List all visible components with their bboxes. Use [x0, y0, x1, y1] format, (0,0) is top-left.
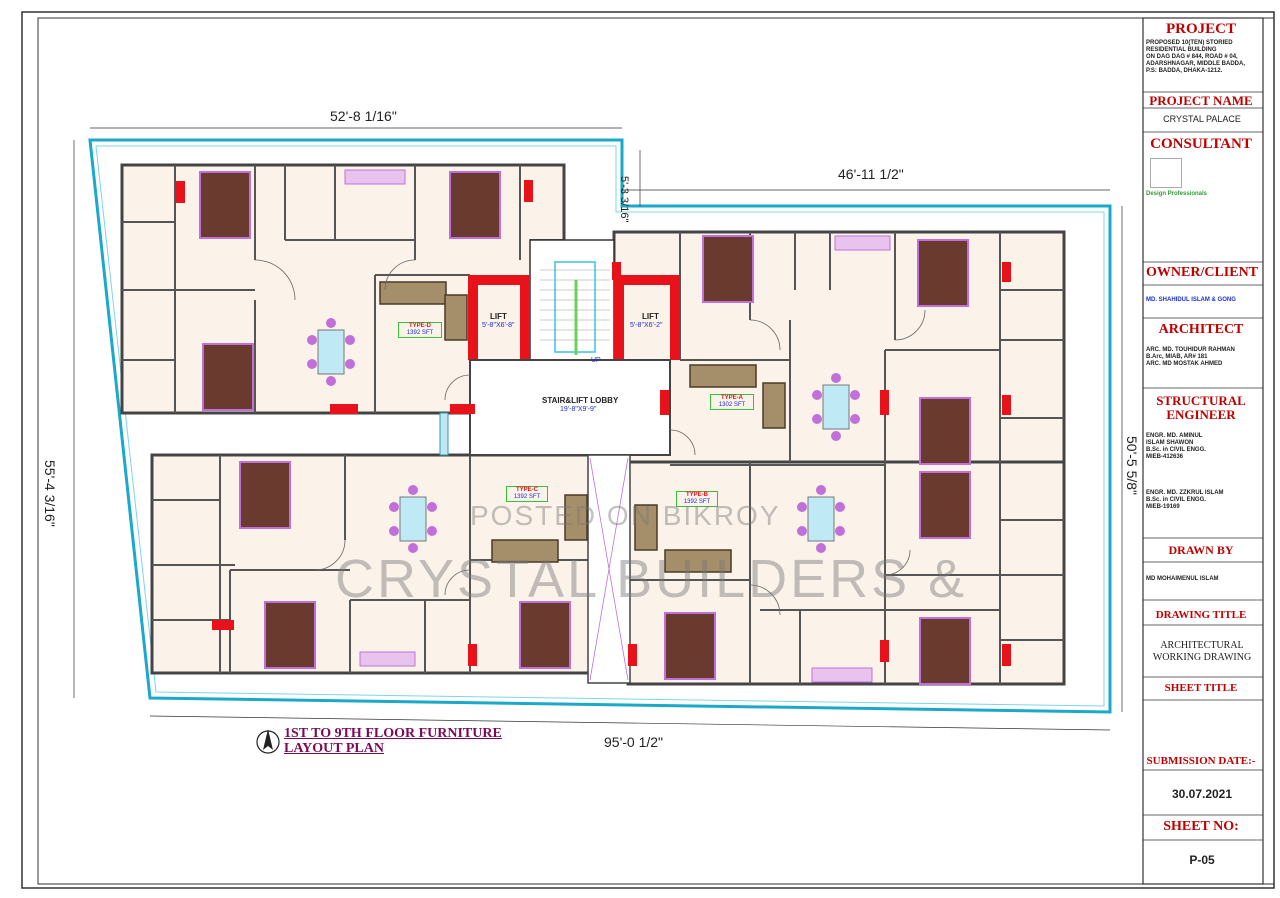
plan-title-line-2: LAYOUT PLAN	[284, 741, 384, 756]
type-a-label: TYPE-A	[720, 395, 743, 401]
dimension-left: 55'-4 3/16"	[42, 460, 58, 527]
dimension-bottom: 95'-0 1/2"	[604, 734, 664, 750]
type-d-tag: TYPE-D 1392 SFT	[398, 322, 442, 338]
engineer-1-details: ENGR. MD. AMINUL ISLAM SHAWON B.Sc. in C…	[1146, 433, 1258, 461]
stair-lobby-label: STAIR&LIFT LOBBY	[542, 396, 619, 405]
drawn-by-name: MD MOHAIMENUL ISLAM	[1146, 576, 1219, 582]
architect-details: ARC. MD. TOUHIDUR RAHMAN B.Arc, MIAB, AR…	[1146, 347, 1258, 368]
drawing-title-value: ARCHITECTURAL WORKING DRAWING	[1146, 640, 1258, 664]
engineer-2-details: ENGR. MD. ZZKRUL ISLAM B.Sc. in CIVIL EN…	[1146, 490, 1258, 511]
submission-date: 30.07.2021	[1171, 787, 1233, 801]
drawing-title-line: ARCHITECTURAL	[1160, 640, 1244, 651]
project-desc-line: ADARSHNAGAR, MIDDLE BADDA,	[1146, 61, 1245, 67]
structural-engineer-label: STRUCTURAL ENGINEER	[1146, 394, 1256, 422]
sheet-title-label: SHEET TITLE	[1164, 682, 1238, 694]
sheet-no-label: SHEET NO:	[1163, 819, 1239, 834]
lift-right-label: LIFT	[642, 312, 659, 321]
engineer-2-line: ENGR. MD. ZZKRUL ISLAM	[1146, 490, 1224, 496]
watermark-posted: POSTED ON BIKROY	[470, 500, 781, 531]
dimension-right: 50'-5 5/8"	[1124, 436, 1140, 496]
engineer-1-line: ISLAM SHAWON	[1146, 440, 1194, 446]
lift-left-dim: 5'-8"X6'-8"	[482, 322, 515, 329]
engineer-1-line: MIEB-412636	[1146, 454, 1184, 460]
engineer-1-line: ENGR. MD. AMINUL	[1146, 433, 1203, 439]
structural-label-line-2: ENGINEER	[1166, 407, 1236, 422]
engineer-1-line: B.Sc. in CIVIL ENGG.	[1146, 447, 1206, 453]
type-a-tag: TYPE-A 1302 SFT	[710, 394, 754, 410]
project-desc-line: ON DAG DAG # 844, ROAD # 04,	[1146, 54, 1238, 60]
owner-label: OWNER/CLIENT	[1146, 265, 1259, 280]
type-b-tag: TYPE-B 1392 SFT	[676, 491, 718, 507]
drawing-title-line: WORKING DRAWING	[1152, 652, 1252, 663]
drawn-by-label: DRAWN BY	[1168, 543, 1234, 557]
drawing-title-label: DRAWING TITLE	[1155, 609, 1247, 621]
project-desc-line: RESIDENTIAL BUILDING	[1146, 47, 1217, 53]
lift-right-dim: 5'-8"X6'-2"	[630, 322, 663, 329]
architect-label: ARCHITECT	[1158, 322, 1244, 337]
structural-label-line-1: STRUCTURAL	[1156, 393, 1246, 408]
type-d-label: TYPE-D	[408, 323, 431, 329]
type-c-label: TYPE-C	[515, 487, 538, 493]
architect-line: B.Arc, MIAB, AR# 181	[1146, 354, 1208, 360]
plan-title-line-1: 1ST TO 9TH FLOOR FURNITURE	[284, 726, 502, 741]
project-description: PROPOSED 10(TEN) STORIED RESIDENTIAL BUI…	[1146, 40, 1258, 75]
type-c-tag: TYPE-C 1392 SFT	[506, 486, 548, 502]
project-name: CRYSTAL PALACE	[1163, 114, 1241, 124]
project-desc-line: PROPOSED 10(TEN) STORIED	[1146, 40, 1233, 46]
project-name-label: PROJECT NAME	[1149, 93, 1253, 108]
consultant-logo	[1150, 158, 1182, 188]
consultant-firm: Design Professionals	[1146, 191, 1208, 197]
watermark-brand: CRYSTAL BUILDERS &	[335, 549, 968, 609]
sheet-no: P-05	[1189, 853, 1215, 867]
stair-lobby-dim: 19'-8"X9'-9"	[560, 406, 597, 413]
type-a-area: 1302 SFT	[718, 402, 746, 408]
architect-line: ARC. MD. TOUHIDUR RAHMAN	[1146, 347, 1235, 353]
architect-line: ARC. MD MOSTAK AHMED	[1146, 361, 1223, 367]
type-c-area: 1392 SFT	[513, 494, 541, 500]
type-b-label: TYPE-B	[685, 492, 708, 498]
consultant-label: CONSULTANT	[1150, 136, 1252, 152]
dimension-top-right: 46'-11 1/2"	[838, 166, 904, 182]
owner-name: MD. SHAHIDUL ISLAM & GONG	[1146, 297, 1236, 303]
engineer-2-line: B.Sc. in CIVIL ENGG.	[1146, 497, 1206, 503]
dimension-notch: 5'-3 3/16"	[618, 176, 630, 223]
type-b-area: 1392 SFT	[683, 499, 711, 505]
submission-date-label: SUBMISSION DATE:-	[1146, 755, 1256, 767]
stair-up-label: UP	[591, 357, 601, 364]
lift-left-label: LIFT	[490, 312, 507, 321]
project-desc-line: P.S: BADDA, DHAKA-1212.	[1146, 68, 1223, 74]
project-label: PROJECT	[1165, 21, 1236, 37]
engineer-2-line: MIEB-19169	[1146, 504, 1180, 510]
type-d-area: 1392 SFT	[406, 330, 434, 336]
plan-title: 1ST TO 9TH FLOOR FURNITURE LAYOUT PLAN	[284, 726, 502, 756]
dimension-top-left: 52'-8 1/16"	[330, 108, 397, 124]
